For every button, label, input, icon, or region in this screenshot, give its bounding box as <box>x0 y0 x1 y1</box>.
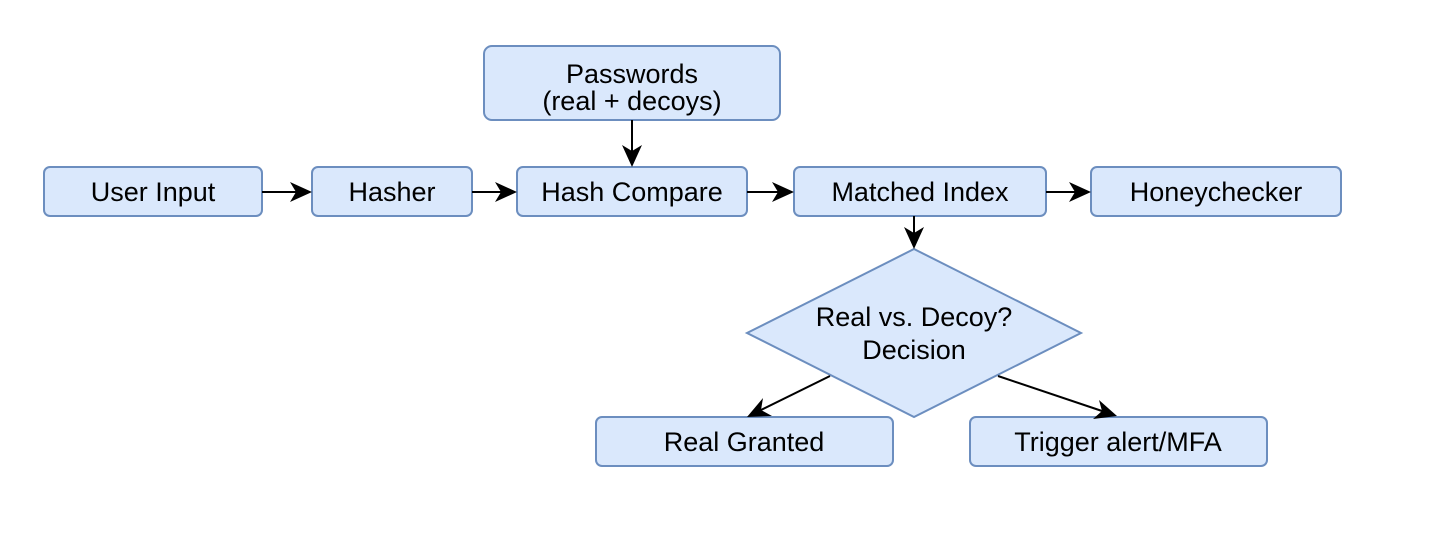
edge-hasher-to-hash-compare <box>472 182 517 202</box>
edge-passwords-to-hash-compare <box>622 120 642 167</box>
node-real-granted: Real Granted <box>595 416 894 467</box>
node-hash-compare-label: Hash Compare <box>541 177 723 207</box>
node-decision: Real vs. Decoy? Decision <box>744 247 1084 419</box>
node-decision-label-line1: Real vs. Decoy? <box>816 302 1013 332</box>
node-user-input-label: User Input <box>91 177 216 207</box>
node-real-granted-label: Real Granted <box>664 427 825 457</box>
node-trigger-alert-label: Trigger alert/MFA <box>1014 427 1222 457</box>
edge-matched-index-to-decision <box>904 216 924 249</box>
edge-matched-index-to-honeychecker <box>1046 182 1091 202</box>
node-honeychecker-label: Honeychecker <box>1130 177 1303 207</box>
node-matched-index-label: Matched Index <box>831 177 1009 207</box>
edge-hash-compare-to-matched-index <box>747 182 794 202</box>
node-passwords: Passwords (real + decoys) <box>483 45 781 121</box>
edge-decision-to-real-granted <box>747 375 831 417</box>
node-passwords-label-line2: (real + decoys) <box>542 86 721 116</box>
node-hasher-label: Hasher <box>348 177 435 207</box>
node-passwords-label-line1: Passwords <box>566 59 698 89</box>
node-user-input: User Input <box>43 166 263 217</box>
node-honeychecker: Honeychecker <box>1090 166 1342 217</box>
node-trigger-alert: Trigger alert/MFA <box>969 416 1268 467</box>
node-decision-label-line2: Decision <box>862 335 966 365</box>
node-hasher: Hasher <box>311 166 473 217</box>
node-matched-index: Matched Index <box>793 166 1047 217</box>
edge-decision-to-trigger-alert <box>997 375 1117 419</box>
node-hash-compare: Hash Compare <box>516 166 748 217</box>
edge-user-input-to-hasher <box>262 182 312 202</box>
